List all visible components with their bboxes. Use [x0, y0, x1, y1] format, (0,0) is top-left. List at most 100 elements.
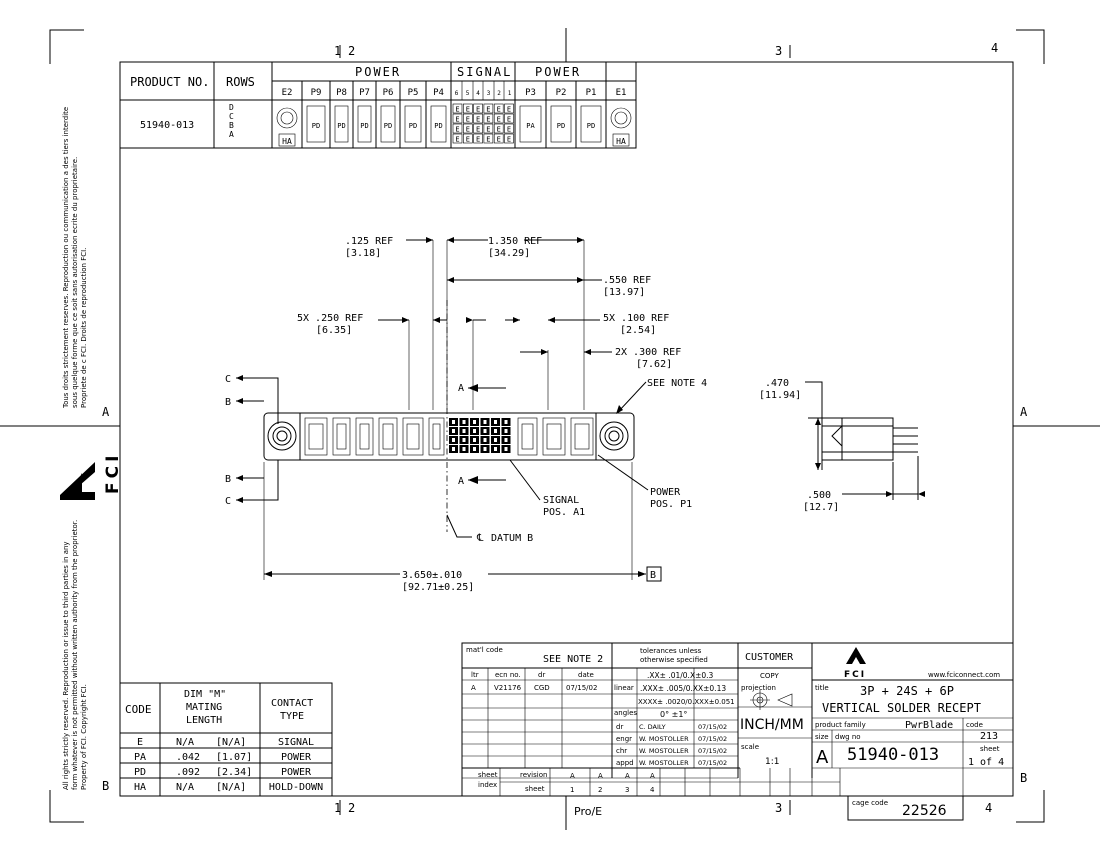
tb-projection: projection	[741, 684, 776, 692]
power-slot-inner	[308, 423, 324, 450]
tb-customer: CUSTOMER	[745, 652, 794, 663]
mating-mm-cell: [1.07]	[216, 752, 252, 763]
power-contact-cell	[580, 105, 602, 143]
signal-contact-cell	[483, 113, 494, 124]
signal-contact-hole	[462, 447, 466, 451]
dim-470: .470	[765, 378, 789, 389]
power-contact-code: PD	[557, 122, 565, 130]
legal-fr-2: sous quelque forme que ce soit sans auto…	[71, 157, 79, 408]
power-contact-cell	[380, 105, 396, 143]
signal-contact-hole	[452, 447, 455, 451]
signal-contact-cell	[504, 113, 514, 124]
datum-b-box	[646, 566, 662, 582]
contact-type-cell: POWER	[281, 767, 312, 778]
power-slot-inner	[546, 423, 562, 450]
power-slot	[517, 417, 538, 456]
tb-rev-date: 07/15/02	[566, 684, 597, 692]
tb-angles: 0° ±1°	[660, 710, 687, 719]
mount-hole-left	[267, 421, 297, 451]
tb-tol-2: otherwise specified	[640, 656, 708, 664]
tb-title-1: 3P + 24S + 6P	[860, 684, 954, 698]
signal-contact-code: E	[466, 106, 470, 114]
section-a-top: A	[458, 383, 464, 394]
power-contact-cell	[519, 105, 542, 143]
legal-en-1: All rights strictly reserved. Reproducti…	[62, 541, 70, 790]
signal-contact-cell	[504, 133, 514, 144]
dim-470-mm: [11.94]	[759, 390, 801, 401]
dim-500: .500	[807, 490, 831, 501]
sheet-number: 4	[650, 786, 655, 794]
th-power-right: POWER	[535, 65, 581, 79]
signal-contact-hole	[452, 438, 455, 442]
tb-dwg-no: 51940-013	[847, 745, 939, 765]
tb-scale: 1:1	[765, 757, 779, 767]
signal-contact-cell	[473, 123, 483, 134]
tb-title-2: VERTICAL SOLDER RECEPT	[822, 701, 981, 715]
signoff-role: appd	[616, 759, 634, 767]
note4-leader	[617, 381, 647, 413]
power-pos: POS. P1	[650, 499, 692, 510]
signal-contact-code: E	[497, 106, 501, 114]
signal-contact-hole	[473, 447, 476, 451]
cage-code: 22526	[902, 803, 947, 819]
tb-tol-1: tolerances unless	[640, 647, 702, 655]
tb-code-label: code	[966, 721, 983, 729]
signal-contact-hole	[504, 447, 508, 451]
dim-100-mm: [2.54]	[620, 325, 656, 336]
th-product-no: PRODUCT NO.	[130, 75, 209, 89]
product-col-head: P8	[336, 88, 347, 98]
power-contact-cell	[306, 105, 326, 143]
signal-contact-hole	[462, 438, 466, 442]
extension-lines	[263, 240, 633, 580]
zone-left-a: A	[102, 405, 110, 419]
signal-contact-hole	[504, 429, 508, 433]
th-signal: SIGNAL	[457, 65, 512, 79]
zone-top-2: 2	[348, 44, 355, 58]
signal-contact-hole	[473, 429, 476, 433]
product-col-head: P2	[556, 88, 567, 98]
tb-tol-lin2: XXXX± .0020/0.XXX±0.051	[638, 698, 735, 706]
power-slot-inner	[432, 423, 441, 450]
signal-contact-hole	[494, 447, 497, 451]
connector-flange-lines	[299, 413, 597, 460]
tb-sheet-index-1: sheet	[478, 771, 498, 779]
tb-code: 213	[980, 731, 998, 742]
contact-type-cell: SIGNAL	[278, 737, 314, 748]
power-slot	[378, 417, 398, 456]
revision-letter: A	[598, 772, 603, 780]
product-col-head: P9	[311, 88, 322, 98]
code-cell: PA	[134, 752, 146, 763]
tb-rev-ecn: V21176	[494, 684, 522, 692]
side-view: .470 [11.94] .500 [12.7]	[759, 378, 925, 513]
product-col-head: P1	[586, 88, 597, 98]
signal-contact-hole	[494, 420, 497, 424]
signal-contact-hole	[473, 420, 476, 424]
dim-100: 5X .100 REF	[603, 313, 669, 324]
power-contact-code: PD	[434, 122, 442, 130]
code-table: CODE DIM "M" MATING LENGTH CONTACT TYPE …	[119, 682, 333, 797]
tb-sheet-row: sheet	[525, 785, 545, 793]
see-note-4: SEE NOTE 4	[647, 378, 707, 389]
signal-contact-code: E	[507, 106, 511, 114]
signal-contact-cell	[483, 123, 494, 134]
tb-family-label: product family	[815, 721, 866, 729]
dim-1350-mm: [34.29]	[488, 248, 530, 259]
legal-en-2: form whatever is not permitted without w…	[71, 520, 79, 790]
zone-bottom-2: 2	[348, 801, 355, 815]
tb-tol-lin1: .XXX± .005/0.XX±0.13	[640, 684, 726, 693]
zone-top-1: 1	[334, 44, 341, 58]
signal-contact-code: E	[455, 136, 459, 144]
legal-en-3: Property of FCI. Copyright FCI.	[80, 684, 88, 790]
signal-contact-code: E	[486, 106, 490, 114]
signal-contact-cell	[452, 113, 463, 124]
signal-contact-code: E	[486, 116, 490, 124]
signoff-role: dr	[616, 723, 623, 731]
power-contact-code: PD	[587, 122, 595, 130]
dim-3650: 3.650±.010	[402, 570, 462, 581]
tb-linear: linear	[614, 684, 634, 692]
signal-contact-cell	[462, 123, 473, 134]
tb-ecn: ecn no.	[495, 671, 521, 679]
section-a-bottom: A	[458, 476, 464, 487]
signal-contact-hole	[504, 420, 508, 424]
signal-contact-cell	[483, 103, 494, 114]
